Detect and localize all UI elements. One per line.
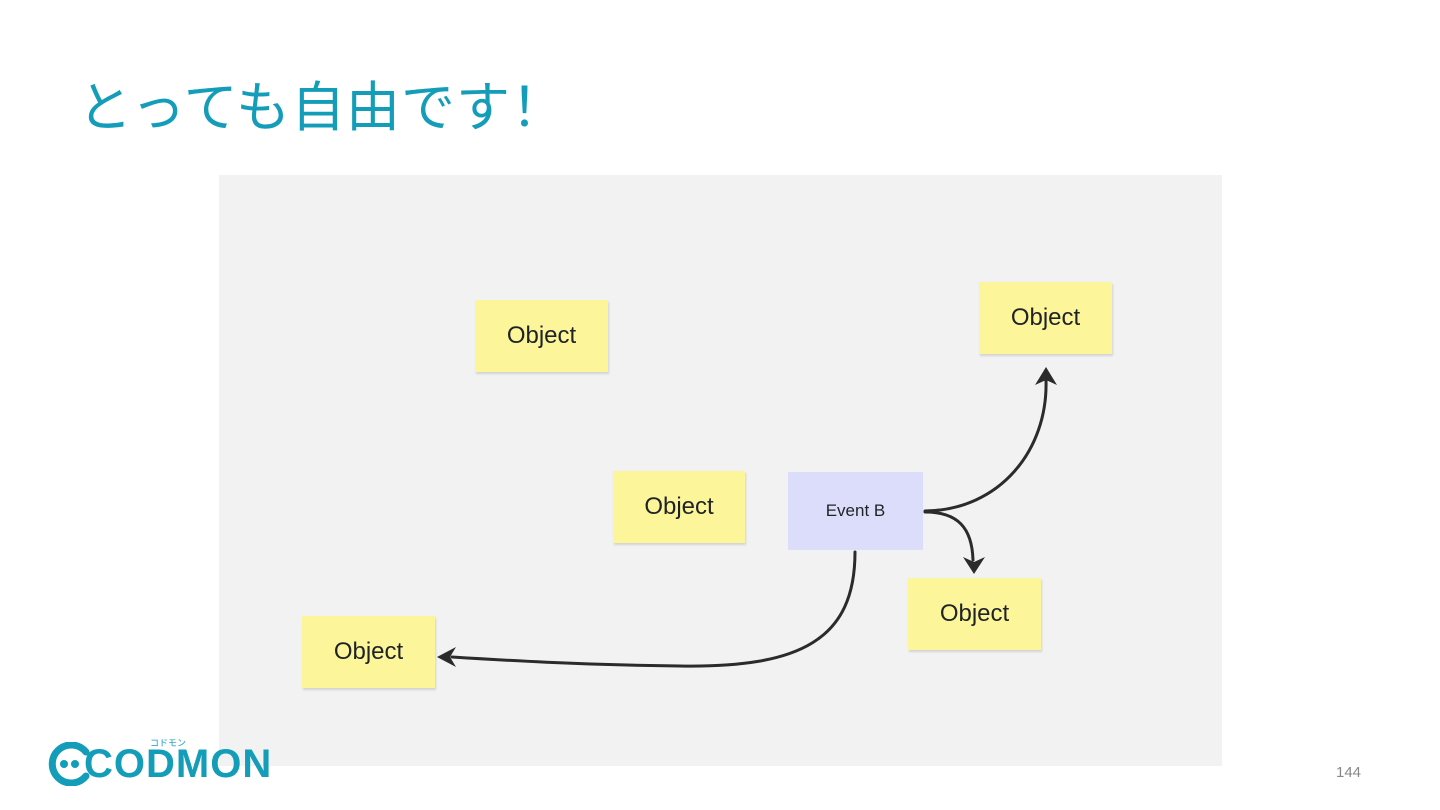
page-number: 144 [1336,764,1362,781]
event-sticky: Event B [788,472,923,550]
object-sticky-3: Object [613,471,745,543]
object-sticky-4: Object [908,578,1041,650]
object-sticky-1: Object [475,300,608,372]
slide-title: とっても自由です！ [78,76,566,139]
object-sticky-5: Object [302,616,435,688]
object-sticky-2: Object [979,282,1112,354]
object-sticky-label: Object [1010,304,1081,331]
codmon-logo: コドモン CODMON [48,736,271,792]
logo-text: CODMON [84,742,273,786]
logo-ruby: コドモン [150,739,187,749]
codmon-face-icon [48,742,90,786]
object-sticky-label: Object [506,322,577,349]
object-sticky-label: Object [939,600,1010,627]
object-sticky-label: Object [644,493,714,520]
event-sticky-label: Event B [825,501,886,520]
object-sticky-label: Object [333,638,404,665]
